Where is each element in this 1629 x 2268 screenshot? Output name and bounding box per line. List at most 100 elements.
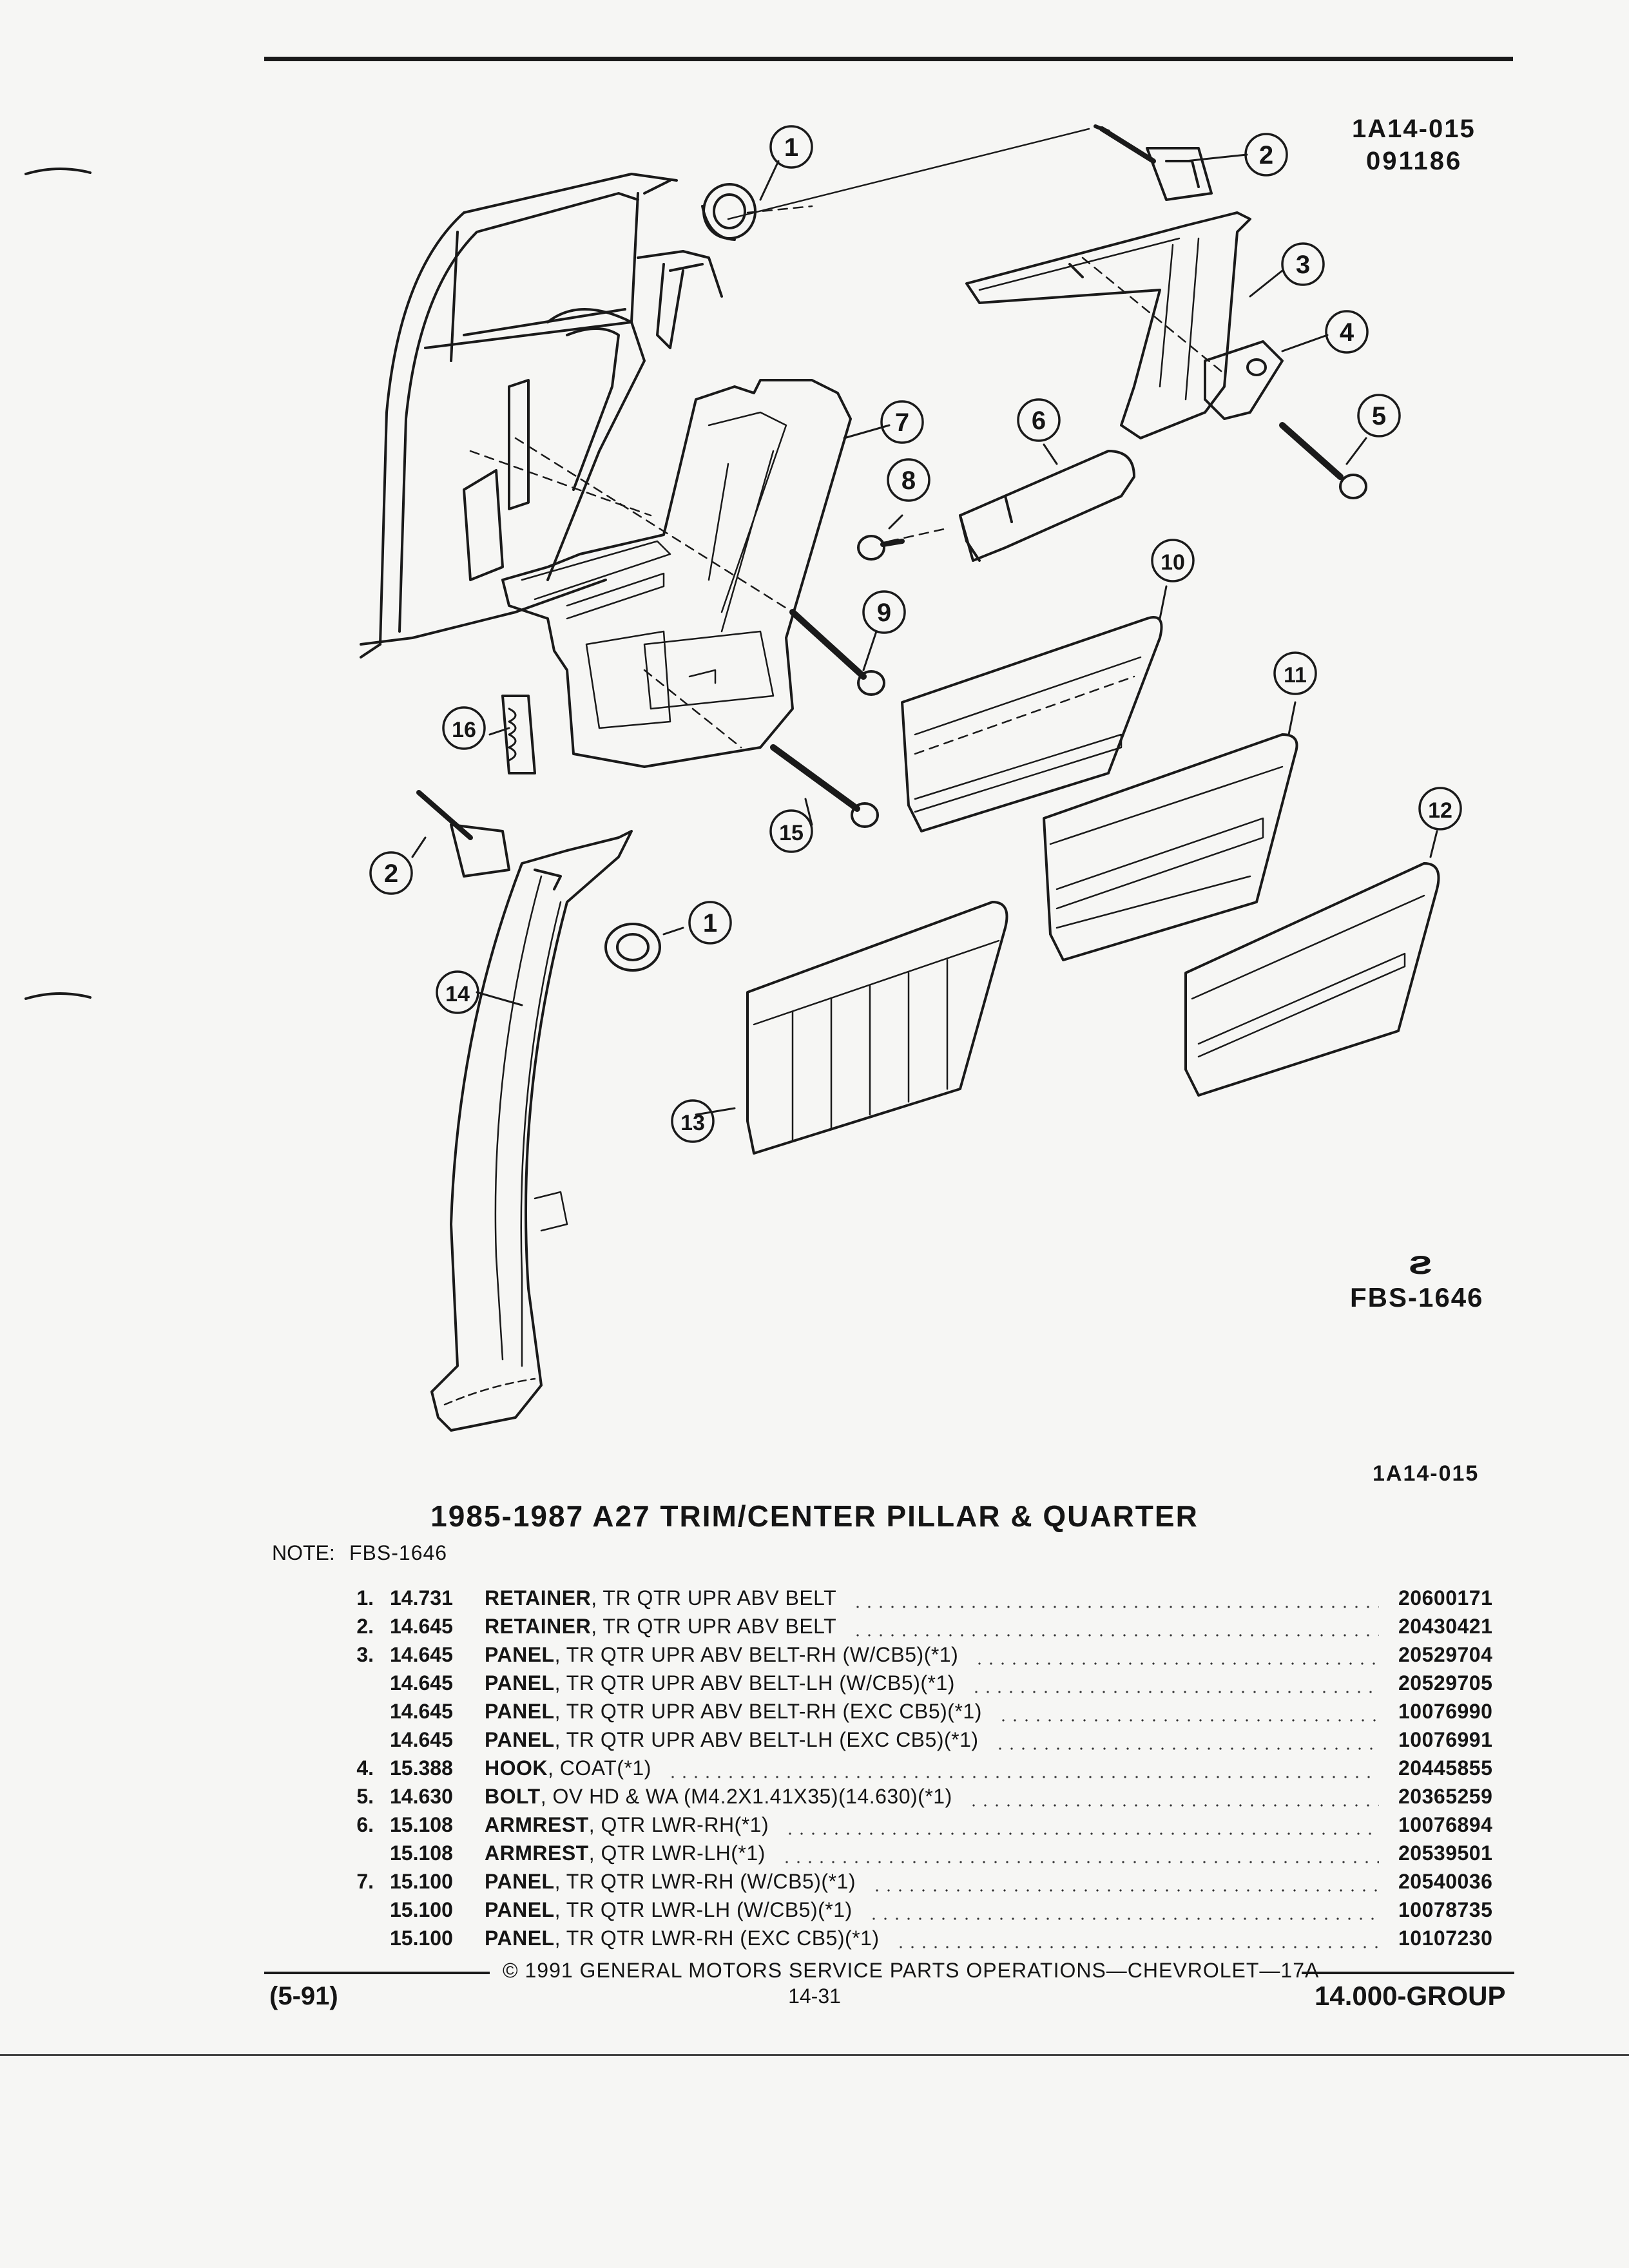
group-number: 15.108 xyxy=(390,1841,453,1865)
part-description: PANEL, TR QTR LWR-RH (EXC CB5)(*1) xyxy=(485,1927,880,1950)
callout-16: 16 xyxy=(452,718,476,742)
callout-leaders xyxy=(411,153,1438,1116)
part-number: 20445855 xyxy=(1398,1756,1493,1780)
part-detail: , COAT(*1) xyxy=(548,1756,651,1780)
leader-dots xyxy=(974,1662,1379,1665)
callout-11: 11 xyxy=(1284,663,1307,687)
leader-dots xyxy=(852,1606,1379,1608)
trim-panel-11 xyxy=(1043,733,1298,961)
part-number: 10107230 xyxy=(1398,1927,1493,1950)
leader-dots xyxy=(968,1804,1379,1807)
part-description: RETAINER, TR QTR UPR ABV BELT xyxy=(485,1586,836,1610)
retainer-clip-lower xyxy=(416,790,510,878)
group-number: 14.630 xyxy=(390,1785,453,1808)
group-number: 15.108 xyxy=(390,1813,453,1836)
callout-10: 10 xyxy=(1161,550,1185,575)
leader-dots xyxy=(871,1889,1379,1892)
trim-panel-13 xyxy=(746,901,1008,1155)
group-number: 14.645 xyxy=(390,1700,453,1723)
part-detail: , OV HD & WA (M4.2X1.41X35)(14.630)(*1) xyxy=(540,1785,952,1808)
upper-quarter-panel xyxy=(965,211,1251,439)
item-number: 5. xyxy=(356,1785,374,1808)
note-label: NOTE: xyxy=(272,1541,335,1564)
part-name: ARMREST xyxy=(485,1841,589,1865)
copyright-line: © 1991 GENERAL MOTORS SERVICE PARTS OPER… xyxy=(503,1959,1320,1982)
group-number: 15.100 xyxy=(390,1927,453,1950)
callout-2-top: 2 xyxy=(1259,141,1273,169)
part-name: PANEL xyxy=(485,1898,555,1921)
trim-panel-10 xyxy=(901,616,1163,832)
part-name: PANEL xyxy=(485,1927,555,1950)
leader-dots xyxy=(994,1747,1379,1750)
leader-dots xyxy=(784,1832,1379,1835)
part-number: 20529704 xyxy=(1398,1643,1493,1666)
parts-row: 5. 14.630 BOLT, OV HD & WA (M4.2X1.41X35)(… xyxy=(322,1785,1521,1813)
group-number: 15.100 xyxy=(390,1870,453,1893)
part-description: ARMREST, QTR LWR-RH(*1) xyxy=(485,1813,769,1837)
callout-3: 3 xyxy=(1296,251,1310,279)
part-number: 10076990 xyxy=(1398,1700,1493,1723)
part-name: PANEL xyxy=(485,1870,555,1893)
center-pillar-trim xyxy=(430,830,633,1432)
retainer-clip-top xyxy=(1094,124,1213,201)
part-detail: , QTR LWR-RH(*1) xyxy=(588,1813,769,1836)
long-screw-lower xyxy=(770,744,879,828)
brand-logo-icon: ƨ xyxy=(1408,1244,1433,1282)
callout-numbers: 1 2 3 4 5 6 7 8 9 10 11 12 13 14 15 16 2… xyxy=(384,133,1452,1135)
part-name: PANEL xyxy=(485,1700,555,1723)
group-number: 14.645 xyxy=(390,1615,453,1638)
part-detail: , TR QTR LWR-RH (EXC CB5)(*1) xyxy=(554,1927,880,1950)
part-detail: , TR QTR UPR ABV BELT xyxy=(591,1586,837,1610)
parts-row: 6. 15.108 ARMREST, QTR LWR-RH(*1) 10076894 xyxy=(322,1813,1521,1841)
figure-code: 1A14-015 xyxy=(1373,1461,1480,1486)
part-number: 20529705 xyxy=(1398,1671,1493,1695)
part-description: ARMREST, QTR LWR-LH(*1) xyxy=(485,1841,766,1865)
group-number: 14.731 xyxy=(390,1586,453,1610)
part-description: BOLT, OV HD & WA (M4.2X1.41X35)(14.630)(… xyxy=(485,1785,952,1809)
leader-dots xyxy=(667,1776,1379,1778)
part-description: PANEL, TR QTR UPR ABV BELT-RH (EXC CB5)(… xyxy=(485,1700,982,1724)
coat-hook xyxy=(1204,340,1284,420)
leader-dots xyxy=(868,1917,1379,1920)
part-number: 10076991 xyxy=(1398,1728,1493,1751)
parts-row: 15.100 PANEL, TR QTR LWR-RH (EXC CB5)(*1)… xyxy=(322,1927,1521,1955)
part-number: 20600171 xyxy=(1398,1586,1493,1610)
part-number: 20540036 xyxy=(1398,1870,1493,1893)
group-number: 15.100 xyxy=(390,1898,453,1921)
push-screw xyxy=(857,535,905,561)
retainer-grommet-top xyxy=(701,183,757,241)
trim-panel-12 xyxy=(1184,862,1440,1097)
callout-6: 6 xyxy=(1032,407,1046,435)
leader-dots xyxy=(895,1946,1379,1948)
bottom-rule xyxy=(0,2054,1629,2056)
top-rule xyxy=(264,57,1513,61)
illustration-date: 091186 xyxy=(1366,147,1463,175)
part-detail: , TR QTR LWR-RH (W/CB5)(*1) xyxy=(554,1870,856,1893)
callout-5: 5 xyxy=(1372,402,1386,430)
item-number: 6. xyxy=(356,1813,374,1836)
callout-circles xyxy=(369,125,1462,1143)
part-description: RETAINER, TR QTR UPR ABV BELT xyxy=(485,1615,836,1639)
page-number: 14-31 xyxy=(788,1984,841,2008)
leader-dots xyxy=(781,1861,1379,1863)
part-description: PANEL, TR QTR UPR ABV BELT-LH (EXC CB5)(… xyxy=(485,1728,979,1752)
callout-1-lower: 1 xyxy=(703,909,717,937)
alignment-lines xyxy=(469,128,1226,749)
part-detail: , TR QTR UPR ABV BELT-RH (EXC CB5)(*1) xyxy=(554,1700,982,1723)
part-name: HOOK xyxy=(485,1756,548,1780)
note-value: FBS-1646 xyxy=(349,1541,448,1564)
exploded-parts-diagram: 1 2 3 4 5 6 7 8 9 10 11 12 13 14 15 16 2… xyxy=(24,124,1462,1432)
callout-1-top: 1 xyxy=(784,133,798,162)
part-detail: , TR QTR LWR-LH (W/CB5)(*1) xyxy=(554,1898,853,1921)
callout-14: 14 xyxy=(445,982,470,1006)
leader-dots xyxy=(970,1691,1379,1693)
part-number: 20430421 xyxy=(1398,1615,1493,1638)
part-description: PANEL, TR QTR UPR ABV BELT-LH (W/CB5)(*1… xyxy=(485,1671,955,1695)
footer-rule-left xyxy=(264,1972,490,1974)
part-number: 10076894 xyxy=(1398,1813,1493,1836)
